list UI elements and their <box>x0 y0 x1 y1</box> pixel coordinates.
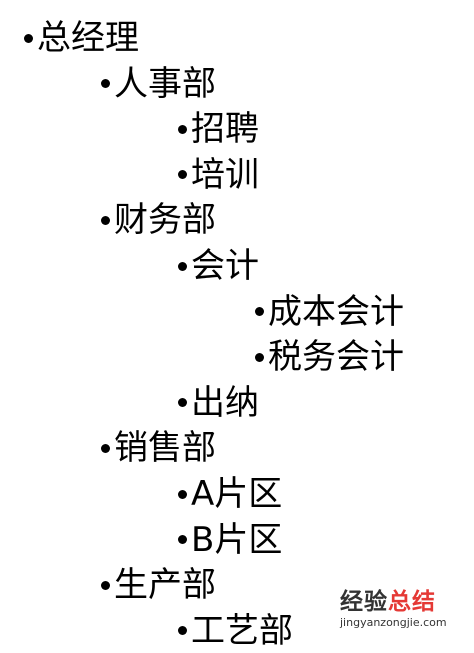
bullet-icon <box>178 489 187 499</box>
outline-item: 出纳 <box>178 381 259 425</box>
outline-item: 总经理 <box>24 16 139 60</box>
outline-item-label: 培训 <box>191 154 259 195</box>
outline-item-label: 会计 <box>191 246 259 286</box>
bullet-icon <box>101 443 110 453</box>
outline-item: 税务会计 <box>255 335 404 379</box>
outline-item-label: 总经理 <box>37 18 139 58</box>
outline-item: 会计 <box>178 244 259 288</box>
bullet-icon <box>255 352 264 362</box>
outline-item: 销售部 <box>101 426 216 470</box>
outline-item-label: 人事部 <box>114 63 216 104</box>
outline-item: 生产部 <box>101 563 216 607</box>
outline-item: 工艺部 <box>178 609 293 653</box>
outline-item-label: 工艺部 <box>191 610 293 651</box>
bullet-icon <box>178 170 187 180</box>
outline-item: 财务部 <box>101 198 216 242</box>
watermark-logo-text: 经验总结 <box>340 588 470 616</box>
bullet-icon <box>178 626 187 636</box>
outline-item: A片区 <box>178 472 282 516</box>
bullet-icon <box>178 261 187 271</box>
outline-item-label: 招聘 <box>191 109 259 150</box>
bullet-icon <box>255 307 264 317</box>
bullet-icon <box>101 580 110 590</box>
watermark-accent: 总结 <box>388 589 436 615</box>
outline-item: 人事部 <box>101 62 216 106</box>
bullet-icon <box>178 535 187 545</box>
bullet-icon <box>101 79 110 89</box>
outline-item-label: B片区 <box>191 519 283 560</box>
outline-item-label: 生产部 <box>114 565 216 606</box>
site-watermark: 经验总结 jingyanzongjie.com <box>340 588 470 636</box>
outline-item-label: 税务会计 <box>268 337 404 378</box>
outline-item-label: 销售部 <box>114 428 216 469</box>
outline-item-label: 出纳 <box>191 382 259 423</box>
watermark-url: jingyanzongjie.com <box>340 616 447 629</box>
outline-item: 成本会计 <box>255 290 404 334</box>
outline-item: 培训 <box>178 153 259 197</box>
bullet-icon <box>178 398 187 408</box>
bullet-icon <box>24 33 33 43</box>
outline-item: B片区 <box>178 518 282 562</box>
watermark-main: 经验 <box>340 589 388 615</box>
bullet-icon <box>178 124 187 134</box>
outline-item-label: A片区 <box>191 474 283 514</box>
outline-item-label: 成本会计 <box>268 291 404 332</box>
bullet-icon <box>101 215 110 225</box>
outline-item-label: 财务部 <box>114 200 216 241</box>
outline-item: 招聘 <box>178 107 259 151</box>
